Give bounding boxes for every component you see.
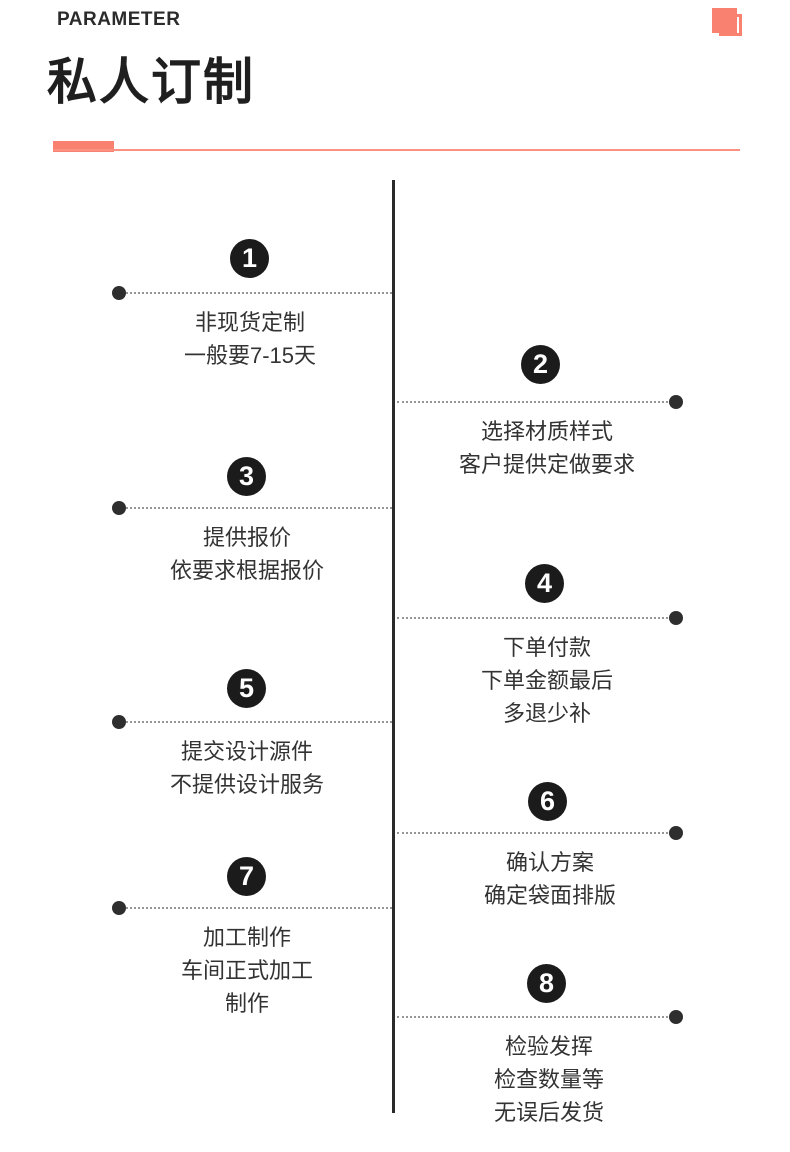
step-number: 7 — [238, 861, 255, 891]
step-connector-8 — [397, 1010, 683, 1024]
step-number: 3 — [238, 461, 255, 491]
step-line: 多退少补 — [502, 701, 591, 726]
step-line: 确定袋面排版 — [483, 883, 616, 908]
step-line: 车间正式加工 — [180, 958, 313, 983]
step-line: 下单付款 — [502, 635, 591, 660]
page-title: 私人订制 — [47, 54, 255, 110]
step-line: 检验发挥 — [504, 1034, 593, 1059]
step-number: 2 — [532, 349, 549, 379]
step-connector-7 — [112, 901, 392, 915]
step-line: 非现货定制 — [194, 310, 305, 335]
step-number: 1 — [241, 243, 258, 273]
step-badge-4: 4 — [525, 564, 564, 603]
step-line: 依要求根据报价 — [169, 558, 324, 583]
step-description-6: 确认方案 确定袋面排版 — [385, 846, 715, 912]
connector-dot — [669, 395, 683, 409]
section-label: PARAMETER — [57, 9, 181, 30]
step-badge-7: 7 — [227, 857, 266, 896]
step-number: 8 — [538, 968, 555, 998]
step-description-4: 下单付款 下单金额最后 多退少补 — [382, 631, 712, 730]
step-line: 选择材质样式 — [480, 419, 613, 444]
square-fill-shape — [712, 8, 737, 33]
connector-dot — [669, 826, 683, 840]
step-description-8: 检验发挥 检查数量等 无误后发货 — [384, 1030, 714, 1129]
step-connector-6 — [397, 826, 683, 840]
step-connector-4 — [397, 611, 683, 625]
connector-dot — [112, 901, 126, 915]
step-number: 6 — [539, 786, 556, 816]
overlap-squares-icon — [712, 8, 748, 44]
connector-dot — [112, 501, 126, 515]
step-connector-1 — [112, 286, 392, 300]
step-line: 不提供设计服务 — [169, 772, 324, 797]
step-badge-6: 6 — [528, 782, 567, 821]
connector-dot — [112, 286, 126, 300]
step-connector-2 — [397, 395, 683, 409]
step-description-7: 加工制作 车间正式加工 制作 — [82, 921, 412, 1020]
step-description-5: 提交设计源件 不提供设计服务 — [82, 735, 412, 801]
step-number: 5 — [238, 673, 255, 703]
step-line: 提供报价 — [202, 525, 291, 550]
step-description-3: 提供报价 依要求根据报价 — [82, 521, 412, 587]
step-description-2: 选择材质样式 客户提供定做要求 — [382, 415, 712, 481]
step-badge-1: 1 — [230, 239, 269, 278]
timeline-axis — [392, 180, 395, 1113]
step-description-1: 非现货定制 一般要7-15天 — [85, 306, 415, 372]
step-badge-3: 3 — [227, 457, 266, 496]
connector-dot — [669, 1010, 683, 1024]
step-line: 提交设计源件 — [180, 739, 313, 764]
connector-dot — [669, 611, 683, 625]
step-line: 一般要7-15天 — [183, 343, 317, 368]
step-line: 下单金额最后 — [480, 668, 613, 693]
step-badge-8: 8 — [527, 964, 566, 1003]
connector-dot — [112, 715, 126, 729]
step-connector-5 — [112, 715, 392, 729]
step-badge-2: 2 — [521, 345, 560, 384]
accent-divider-line — [53, 149, 740, 151]
step-line: 检查数量等 — [493, 1067, 604, 1092]
step-line: 无误后发货 — [493, 1100, 604, 1125]
accent-divider-block — [53, 141, 114, 152]
step-line: 加工制作 — [202, 925, 291, 950]
step-line: 客户提供定做要求 — [458, 452, 635, 477]
step-badge-5: 5 — [227, 669, 266, 708]
step-line: 确认方案 — [505, 850, 594, 875]
step-number: 4 — [536, 568, 553, 598]
step-connector-3 — [112, 501, 392, 515]
step-line: 制作 — [224, 991, 269, 1016]
